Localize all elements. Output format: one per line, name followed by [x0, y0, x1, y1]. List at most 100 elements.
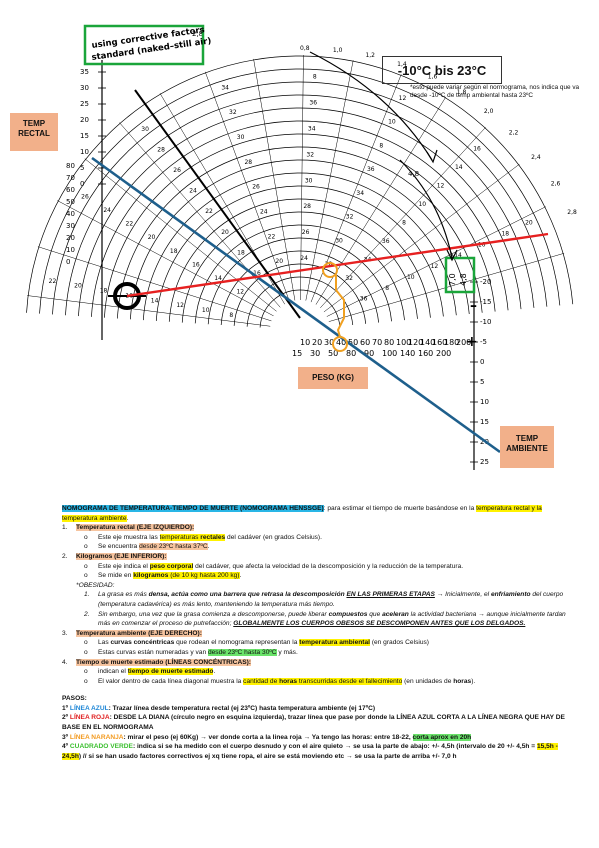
- bold: aceleran: [382, 610, 409, 618]
- weight-label: 30: [310, 349, 320, 358]
- chart-number: 36: [360, 296, 368, 303]
- text: y más.: [276, 648, 298, 656]
- text: Sin embargo, una vez que la grasa comien…: [98, 610, 329, 618]
- ambient-label: TEMP AMBIENTE: [500, 426, 554, 468]
- chart-number: 34: [308, 125, 316, 132]
- bold: horas: [453, 677, 472, 685]
- chart-number: 32: [345, 275, 353, 282]
- concentric-arc: [259, 289, 341, 328]
- chart-number: 28: [303, 203, 311, 210]
- radial-line: [253, 58, 296, 301]
- chart-number: 32: [229, 109, 237, 116]
- text: (en unidades de: [402, 677, 454, 685]
- factor-label: 0,8: [300, 45, 310, 52]
- explanation-text: NOMOGRAMA DE TEMPERATURA-TIEMPO DE MUERT…: [62, 504, 570, 761]
- chart-number: 30: [335, 237, 343, 244]
- factor-label: 1,0: [333, 47, 343, 54]
- highlight: cantidad de: [243, 677, 280, 685]
- chart-number: 18: [100, 288, 108, 295]
- text: → Inicialmente, el: [434, 591, 491, 599]
- correction-green-box: [444, 256, 476, 294]
- chart-number: 28: [157, 147, 165, 154]
- rectal-percent-label: 60: [66, 186, 75, 194]
- weight-label: 60: [360, 338, 370, 347]
- rectal-tick-label: 20: [80, 116, 89, 124]
- concentric-arc: [65, 94, 535, 316]
- bullet-mark: o: [84, 533, 88, 541]
- text: La grasa es más: [98, 591, 149, 599]
- chart-number: 10: [418, 201, 426, 208]
- henssge-nomogram: 8121620242832361014182226303481216202428…: [26, 24, 577, 470]
- text: que rodean el nomograma representan la: [174, 639, 300, 647]
- text: que: [367, 610, 383, 618]
- item-number: 1.: [62, 524, 68, 532]
- highlight: temperatura ambiental: [299, 639, 370, 647]
- chart-number: 10: [388, 119, 396, 126]
- chart-number: 30: [141, 126, 149, 133]
- chart-number: 26: [81, 194, 89, 201]
- text: ).: [471, 677, 476, 685]
- item-2-title: 2.Kilogramos (EJE INFERIOR):: [62, 552, 570, 562]
- chart-number: 10: [407, 274, 415, 281]
- weight-label: 80: [384, 338, 394, 347]
- chart-number: 12: [437, 183, 445, 190]
- arrow-head-outer: [426, 149, 438, 164]
- rectal-percent-label: 0: [66, 258, 70, 266]
- highlight: tiempo de muerte estimado: [127, 668, 214, 676]
- text: la actividad bacteriana → aunque inicial…: [98, 610, 566, 628]
- highlight: horas: [279, 677, 298, 685]
- chart-number: 18: [501, 230, 509, 237]
- chart-number: 20: [148, 234, 156, 241]
- factor-label: 1,4: [397, 61, 407, 68]
- text: .: [213, 668, 216, 676]
- weight-label: 160: [432, 338, 447, 347]
- header-green-box: [83, 24, 205, 66]
- weight-label: 100: [382, 349, 397, 358]
- highlight: temperaturas: [159, 533, 201, 541]
- rectal-tick-label: 30: [80, 84, 89, 92]
- weight-label: 70: [372, 338, 382, 347]
- temp-range-note: *esto puede variar según el normograma, …: [410, 84, 580, 99]
- rectal-tick-label: 0: [80, 180, 84, 188]
- rectal-tick-label: 15: [80, 132, 89, 140]
- step-number: 4º: [62, 743, 70, 751]
- ambient-tick-label: -20: [480, 278, 491, 286]
- rectal-tick-label: 25: [80, 100, 89, 108]
- item-3-title: 3. Temperatura ambiente (EJE DERECHO):: [62, 629, 570, 639]
- item-title: Temperatura ambiente (EJE DERECHO):: [76, 629, 202, 637]
- chart-number: 14: [455, 164, 463, 171]
- item-number: 3.: [62, 629, 68, 637]
- text: Este eje indica el: [98, 562, 150, 570]
- chart-number: 24: [260, 209, 268, 216]
- step-2: 2º LÍNEA ROJA: DESDE LA DIANA (círculo n…: [62, 713, 570, 732]
- concentric-arc: [181, 211, 418, 323]
- text: Estas curvas están numeradas y van: [98, 648, 208, 656]
- text: El valor dentro de cada línea diagonal m…: [98, 677, 244, 685]
- radial-line: [204, 71, 290, 302]
- arrow-arc-inner: [399, 159, 453, 259]
- chart-number: 24: [189, 188, 197, 195]
- text: del cuerpo (temperatura cadavérica) es m…: [98, 591, 564, 608]
- step-text: : mirar el peso (ej 60Kg) → ver donde co…: [123, 733, 413, 741]
- weight-label: 10: [300, 338, 310, 347]
- chart-number: 24: [300, 255, 308, 262]
- factor-label: 2,6: [551, 180, 561, 187]
- bullet-mark: o: [84, 639, 88, 647]
- rectal-label: TEMP RECTAL: [10, 113, 58, 151]
- chart-number: 12: [176, 302, 184, 309]
- step-text: : Trazar línea desde temperatura rectal …: [108, 704, 376, 712]
- chart-number: 20: [221, 229, 229, 236]
- step-1: 1º LÍNEA AZUL: Trazar línea desde temper…: [62, 704, 570, 714]
- radial-line: [320, 127, 486, 309]
- chart-number: 22: [268, 233, 276, 240]
- rectal-percent-label: 50: [66, 198, 75, 206]
- ambient-tick-label: 5: [480, 378, 484, 386]
- weight-label: 140: [420, 338, 435, 347]
- concentric-arc: [26, 55, 574, 313]
- chart-number: 34: [221, 84, 229, 91]
- text: Se encuentra: [98, 543, 140, 551]
- chart-number: 20: [74, 283, 82, 290]
- text: Este eje muestra las: [98, 533, 160, 541]
- chart-number: 18: [170, 248, 178, 255]
